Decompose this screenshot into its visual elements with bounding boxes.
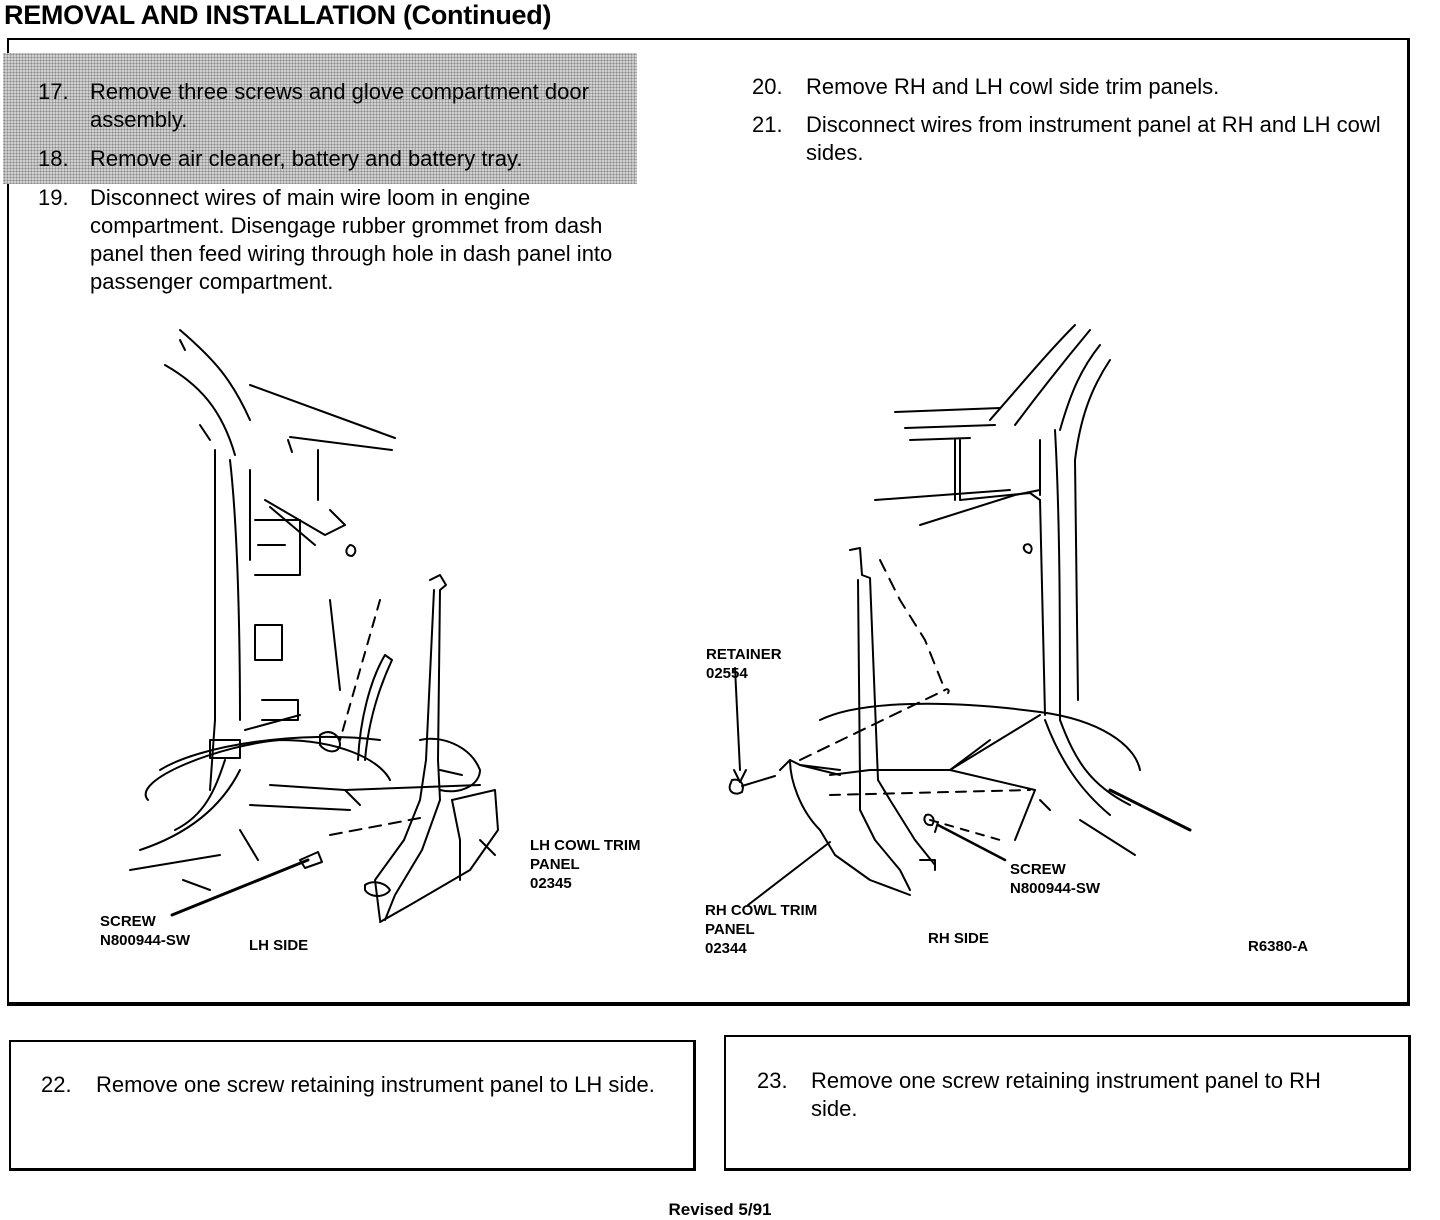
rh-cowl-trim-panel-label: RH COWL TRIM PANEL 02344 xyxy=(705,902,818,957)
step-number: 20. xyxy=(752,74,783,99)
step-17: 17. Remove three screws and glove compar… xyxy=(38,78,638,134)
rh-side-drawing xyxy=(728,324,1192,906)
highlighted-steps-background xyxy=(3,53,637,184)
lh-side-drawing xyxy=(129,329,499,923)
step-number: 17. xyxy=(38,79,69,104)
rh-side-label: RH SIDE xyxy=(928,930,989,947)
revision-note: Revised 5/91 xyxy=(668,1200,772,1219)
step-text: Remove one screw retaining instrument pa… xyxy=(96,1072,655,1097)
step-number: 18. xyxy=(38,146,69,171)
step-text: Remove one screw retaining instrument pa… xyxy=(811,1068,1321,1121)
step-number: 22. xyxy=(41,1072,72,1097)
step-22-box xyxy=(9,1040,696,1171)
step-text: Disconnect wires from instrument panel a… xyxy=(806,112,1381,165)
cowl-trim-panel-illustration xyxy=(129,324,1192,923)
lh-side-label: LH SIDE xyxy=(249,937,309,954)
main-frame xyxy=(7,38,1410,1006)
retainer-label: RETAINER 02554 xyxy=(706,646,782,682)
step-22: 22. Remove one screw retaining instrumen… xyxy=(41,1071,661,1127)
step-number: 23. xyxy=(757,1068,788,1093)
rh-screw-label: SCREW N800944-SW xyxy=(1010,861,1101,897)
step-text: Remove air cleaner, battery and battery … xyxy=(90,146,523,171)
lh-screw-label: SCREW N800944-SW xyxy=(100,913,191,949)
step-18: 18. Remove air cleaner, battery and batt… xyxy=(38,145,638,173)
step-text: Remove RH and LH cowl side trim panels. xyxy=(806,74,1220,99)
step-number: 19. xyxy=(38,185,69,210)
step-19: 19. Disconnect wires of main wire loom i… xyxy=(38,184,648,296)
step-23: 23. Remove one screw retaining instrumen… xyxy=(757,1067,1387,1123)
page-title: REMOVAL AND INSTALLATION (Continued) xyxy=(4,0,552,30)
figure-id-label: R6380-A xyxy=(1248,938,1309,955)
step-text: Remove three screws and glove compartmen… xyxy=(90,79,589,132)
step-20: 20. Remove RH and LH cowl side trim pane… xyxy=(752,73,1392,101)
lh-cowl-trim-panel-label: LH COWL TRIM PANEL 02345 xyxy=(530,837,641,892)
step-21: 21. Disconnect wires from instrument pan… xyxy=(752,111,1392,167)
step-number: 21. xyxy=(752,112,783,137)
step-text: Disconnect wires of main wire loom in en… xyxy=(90,185,613,294)
step-23-box xyxy=(724,1035,1411,1171)
